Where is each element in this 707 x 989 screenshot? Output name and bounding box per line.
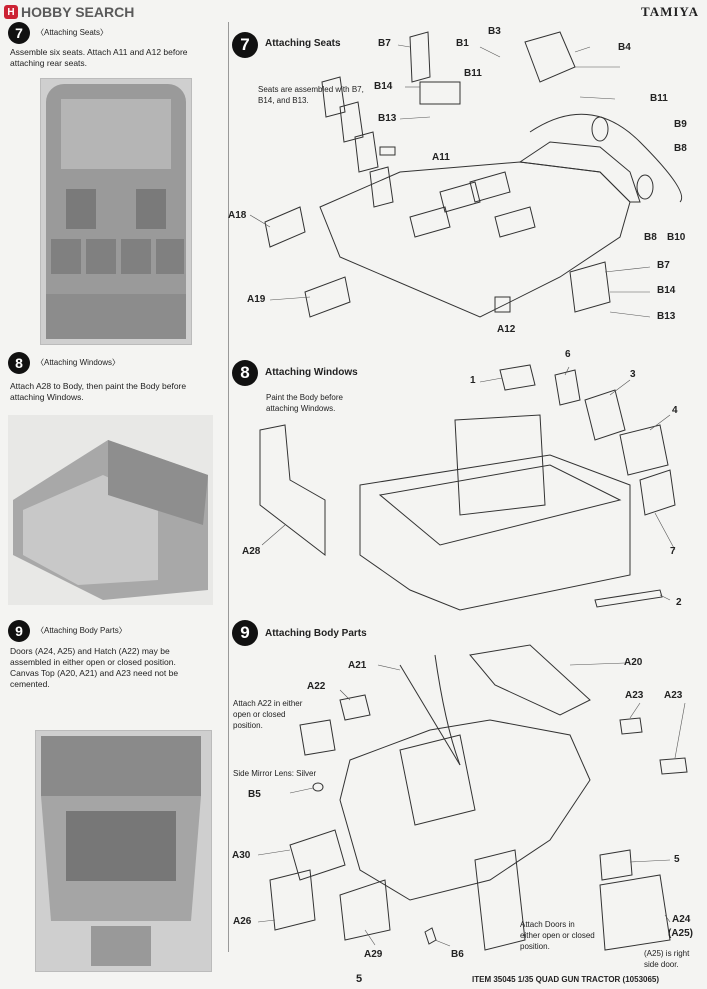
label-a22: A22 — [307, 681, 326, 692]
item-info: ITEM 35045 1/35 QUAD GUN TRACTOR (105306… — [472, 975, 660, 984]
label-b9: B9 — [674, 119, 687, 130]
step9-note-a22: Attach A22 in either open or closed posi… — [233, 699, 303, 730]
windows-diagram — [259, 364, 676, 611]
step9-note-doors: Attach Doors in either open or closed po… — [520, 920, 595, 951]
label-a28: A28 — [242, 546, 261, 557]
step8-title: Attaching Windows — [265, 367, 358, 378]
label-a23-right: A23 — [664, 690, 683, 701]
label-a24: A24 — [672, 914, 691, 925]
label-b8-bottom: B8 — [644, 232, 657, 243]
page-number: 5 — [356, 973, 363, 985]
label-b6: B6 — [451, 949, 464, 960]
column-divider — [228, 22, 229, 952]
label-a21: A21 — [348, 660, 367, 671]
label-a25: (A25) — [668, 928, 694, 939]
left-step9-text: Doors (A24, A25) and Hatch (A22) may be … — [10, 646, 179, 689]
left-step9-title: 〈Attaching Body Parts〉 — [36, 626, 127, 635]
left-step7-number: 7 — [8, 22, 30, 44]
label-a12: A12 — [497, 324, 516, 335]
left-step7-text: Assemble six seats. Attach A11 and A12 b… — [10, 47, 188, 68]
label-part4: 4 — [672, 405, 678, 416]
step9-note-mirror: Side Mirror Lens: Silver — [233, 769, 317, 778]
step8-note: Paint the Body before attaching Windows. — [266, 393, 343, 413]
step9-title: Attaching Body Parts — [265, 628, 367, 639]
left-step8-number: 8 — [8, 352, 30, 374]
label-a30: A30 — [232, 850, 251, 861]
label-b10: B10 — [667, 232, 686, 243]
label-part1: 1 — [470, 375, 476, 386]
label-part5: 5 — [674, 854, 680, 865]
site-logo: H HOBBY SEARCH — [4, 4, 134, 20]
brand-name: TAMIYA — [640, 4, 699, 19]
label-b14-bottom: B14 — [657, 285, 676, 296]
label-a20: A20 — [624, 657, 643, 668]
seats-diagram — [249, 31, 682, 318]
step9-note-a25: (A25) is right side door. — [644, 949, 690, 969]
label-b7-top: B7 — [378, 38, 391, 49]
body-parts-diagram — [257, 644, 688, 951]
step7-title: Attaching Seats — [265, 38, 341, 49]
label-b4: B4 — [618, 42, 631, 53]
label-b14-top: B14 — [374, 81, 393, 92]
left-step8-text: Attach A28 to Body, then paint the Body … — [10, 381, 187, 402]
windows-photo — [8, 415, 213, 605]
label-b1: B1 — [456, 38, 469, 49]
label-part6: 6 — [565, 349, 571, 360]
label-b11-left: B11 — [464, 68, 482, 79]
label-a19: A19 — [247, 294, 266, 305]
label-a18: A18 — [228, 210, 247, 221]
left-step9-number: 9 — [8, 620, 30, 642]
label-b11-right: B11 — [650, 93, 668, 104]
step7-note: Seats are assembled with B7, B14, and B1… — [258, 85, 364, 105]
label-b13-top: B13 — [378, 113, 397, 124]
label-a23-left: A23 — [625, 690, 644, 701]
site-name: HOBBY SEARCH — [21, 4, 135, 20]
seats-photo-drawing — [46, 84, 186, 339]
step9-number: 9 — [232, 620, 258, 646]
label-part7: 7 — [670, 546, 676, 557]
left-step8-title: 〈Attaching Windows〉 — [36, 358, 121, 367]
label-b5: B5 — [248, 789, 261, 800]
body-parts-photo — [35, 730, 212, 972]
label-a26: A26 — [233, 916, 252, 927]
windows-photo-drawing — [13, 440, 208, 600]
hobby-search-icon: H — [4, 5, 18, 19]
label-b3: B3 — [488, 26, 501, 37]
step8-number: 8 — [232, 360, 258, 386]
seats-photo — [40, 78, 192, 345]
left-step7-title: 〈Attaching Seats〉 — [36, 28, 109, 37]
body-parts-photo-drawing — [41, 736, 201, 966]
label-part3: 3 — [630, 369, 636, 380]
label-a11: A11 — [432, 152, 450, 163]
label-b7-bottom: B7 — [657, 260, 670, 271]
label-a29: A29 — [364, 949, 383, 960]
label-b13-bottom: B13 — [657, 311, 676, 322]
label-b8-top: B8 — [674, 143, 687, 154]
step7-number: 7 — [232, 32, 258, 58]
label-part2: 2 — [676, 597, 682, 608]
